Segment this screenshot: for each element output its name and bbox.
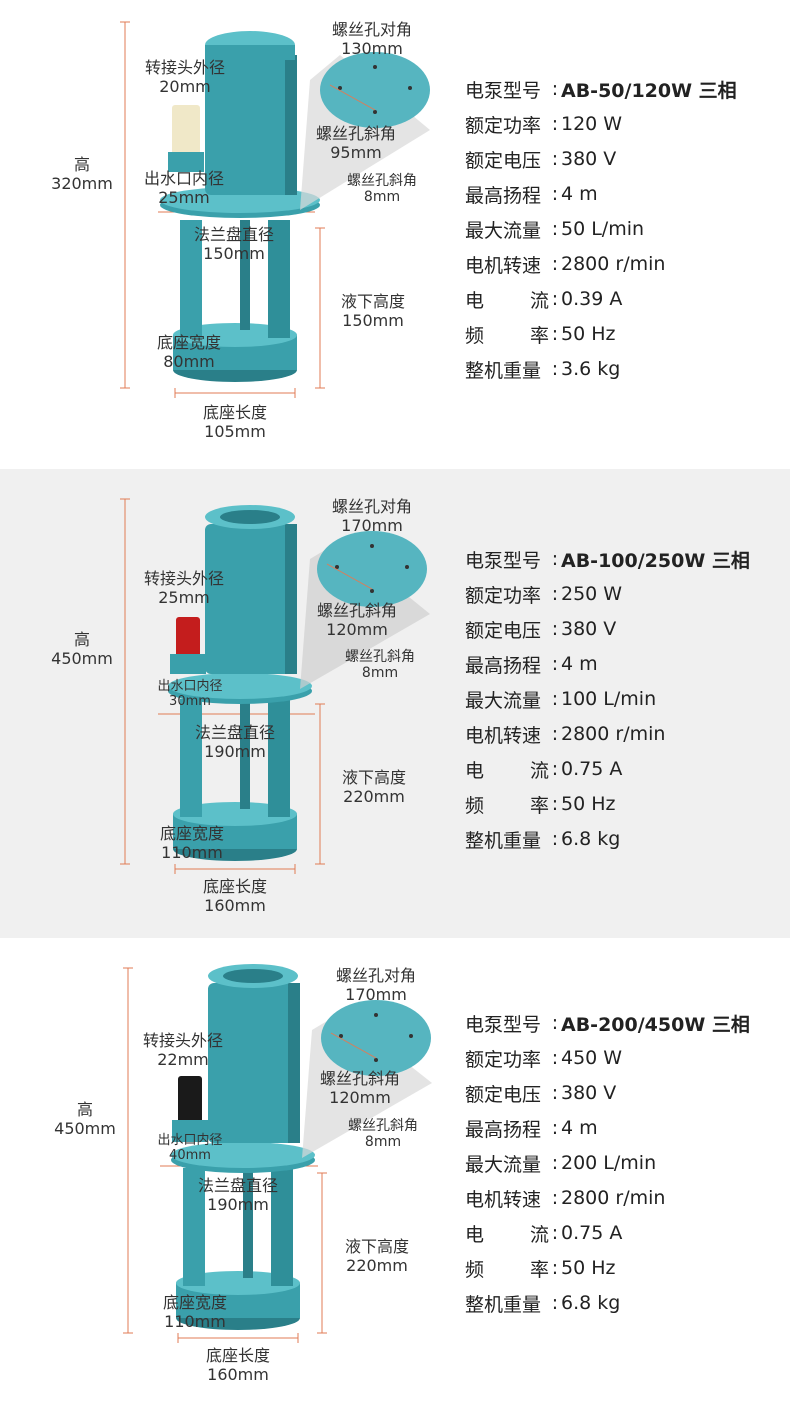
spec-row-current: 电流:0.39 A [465, 284, 622, 314]
spec-row-current: 电流:0.75 A [465, 1218, 622, 1248]
spec-key-char: 流 [529, 759, 549, 782]
spec-row-flow: 最大流量:200 L/min [465, 1152, 657, 1176]
spec-key-char: 流 [529, 1223, 549, 1246]
pump-illustration [120, 21, 430, 398]
adapter-fitting [172, 105, 200, 160]
spec-row-power: 额定功率:250 W [465, 583, 623, 607]
spec-key-char: 流 [529, 289, 549, 312]
spec-row-speed: 电机转速:2800 r/min [465, 253, 666, 277]
adapter-fitting [178, 1076, 202, 1128]
spec-row-frequency: 频率:50 Hz [465, 319, 615, 349]
spec-row-head: 最高扬程:4 m [465, 183, 598, 207]
spec-row-weight: 整机重量:6.8 kg [465, 1292, 621, 1316]
spec-key-char: 电 [465, 759, 485, 782]
spec-key-char: 电 [465, 289, 485, 312]
spec-row-weight: 整机重量:3.6 kg [465, 358, 621, 382]
spec-row-speed: 电机转速:2800 r/min [465, 1187, 666, 1211]
spec-row-flow: 最大流量:50 L/min [465, 218, 645, 242]
spec-row-power: 额定功率:450 W [465, 1047, 623, 1071]
spec-key-char: 率 [529, 1258, 549, 1281]
spec-row-model: 电泵型号:AB-200/450W 三相 [465, 1012, 750, 1036]
spec-row-frequency: 频率:50 Hz [465, 789, 615, 819]
spec-row-speed: 电机转速:2800 r/min [465, 723, 666, 747]
spec-row-head: 最高扬程:4 m [465, 1117, 598, 1141]
spec-key-char: 率 [529, 794, 549, 817]
spec-row-head: 最高扬程:4 m [465, 653, 598, 677]
spec-key-char: 率 [529, 324, 549, 347]
spec-row-voltage: 额定电压:380 V [465, 618, 617, 642]
spec-key-char: 频 [465, 1258, 485, 1281]
spec-key-char: 频 [465, 794, 485, 817]
spec-row-weight: 整机重量:6.8 kg [465, 828, 621, 852]
spec-key-char: 电 [465, 1223, 485, 1246]
spec-row-flow: 最大流量:100 L/min [465, 688, 657, 712]
spec-key-char: 频 [465, 324, 485, 347]
spec-row-voltage: 额定电压:380 V [465, 1082, 617, 1106]
spec-row-model: 电泵型号:AB-100/250W 三相 [465, 548, 750, 572]
spec-row-voltage: 额定电压:380 V [465, 148, 617, 172]
spec-row-frequency: 频率:50 Hz [465, 1253, 615, 1283]
spec-row-power: 额定功率:120 W [465, 113, 623, 137]
pump-illustration [120, 498, 430, 874]
spec-row-model: 电泵型号:AB-50/120W 三相 [465, 78, 737, 102]
pump-illustration [123, 964, 432, 1343]
spec-row-current: 电流:0.75 A [465, 754, 622, 784]
